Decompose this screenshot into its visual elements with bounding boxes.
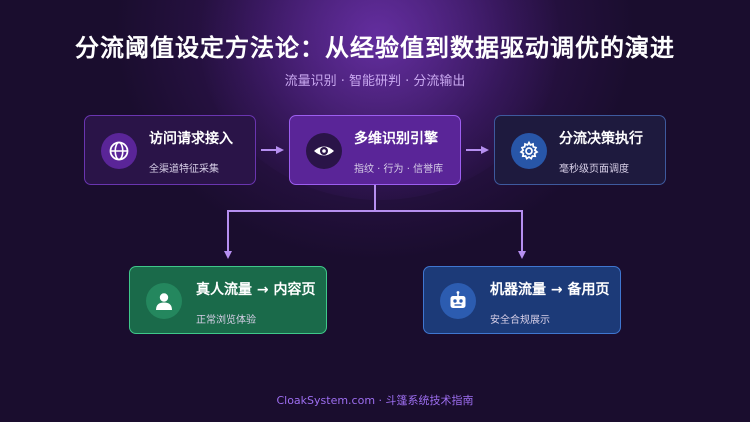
card-bot-title: 机器流量 → 备用页 <box>490 282 610 298</box>
card-engine-subtitle: 指纹 · 行为 · 信誉库 <box>354 164 444 175</box>
card-bot-traffic: 机器流量 → 备用页 安全合规展示 <box>423 266 621 334</box>
eye-icon <box>306 133 342 169</box>
card-engine-title: 多维识别引擎 <box>354 131 438 147</box>
card-access-request: 访问请求接入 全渠道特征采集 <box>84 115 256 185</box>
page-title: 分流阈值设定方法论：从经验值到数据驱动调优的演进 <box>75 34 675 62</box>
globe-icon <box>101 133 137 169</box>
branch-connector-right <box>375 210 526 259</box>
card-human-subtitle: 正常浏览体验 <box>196 315 256 326</box>
footer-credit: CloakSystem.com · 斗篷系统技术指南 <box>276 394 474 407</box>
card-recognition-engine: 多维识别引擎 指纹 · 行为 · 信誉库 <box>289 115 461 185</box>
page-subtitle: 流量识别 · 智能研判 · 分流输出 <box>284 74 466 89</box>
card-decision-title: 分流决策执行 <box>559 131 643 147</box>
card-access-subtitle: 全渠道特征采集 <box>149 164 219 175</box>
card-bot-subtitle: 安全合规展示 <box>490 315 550 326</box>
gear-icon <box>511 133 547 169</box>
card-decision-subtitle: 毫秒级页面调度 <box>559 164 629 175</box>
robot-icon <box>440 283 476 319</box>
card-human-traffic: 真人流量 → 内容页 正常浏览体验 <box>129 266 327 334</box>
branch-connector <box>224 185 376 259</box>
card-human-title: 真人流量 → 内容页 <box>196 282 316 298</box>
card-decision-execution: 分流决策执行 毫秒级页面调度 <box>494 115 666 185</box>
person-icon <box>146 283 182 319</box>
card-access-title: 访问请求接入 <box>149 131 233 147</box>
